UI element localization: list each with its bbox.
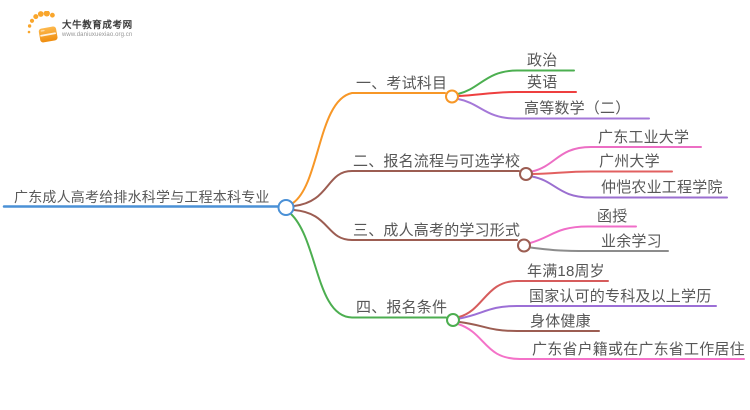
child-line-english (457, 91, 577, 97)
topic-guangzhou-university[interactable]: 广州大学 (599, 153, 660, 170)
topic-good-health[interactable]: 身体健康 (530, 313, 591, 330)
topic-guangdong-university-of-technology[interactable]: 广东工业大学 (598, 129, 690, 146)
topic-study-forms[interactable]: 三、成人高考的学习形式 (353, 222, 521, 239)
child-line-age18 (458, 280, 609, 318)
node-circle-study-forms[interactable] (517, 238, 531, 253)
topic-registration-schools[interactable]: 二、报名流程与可选学校 (353, 153, 521, 170)
child-line-correspondence (529, 225, 637, 244)
site-url: www.daniuxuexiao.org.cn (62, 32, 133, 38)
branch-line-exam-subjects (292, 92, 446, 204)
site-logo: 大牛教育成考网 www.daniuxuexiao.org.cn (26, 10, 256, 54)
child-line-health (458, 321, 600, 332)
child-line-gdut (531, 146, 702, 173)
site-name: 大牛教育成考网 (62, 20, 133, 31)
topic-advanced-math[interactable]: 高等数学（二） (524, 100, 631, 117)
child-line-diploma (458, 305, 717, 320)
child-line-residence (457, 323, 745, 360)
branch-line-registration-schools (293, 170, 520, 207)
topic-part-time-study[interactable]: 业余学习 (601, 233, 662, 250)
child-line-advanced-math (457, 98, 650, 120)
child-line-gzhu (531, 170, 673, 175)
topic-age-18[interactable]: 年满18周岁 (527, 263, 605, 280)
root-topic[interactable]: 广东成人高考给排水科学与工程本科专业 (14, 189, 270, 205)
topic-correspondence[interactable]: 函授 (597, 208, 628, 225)
topic-conditions[interactable]: 四、报名条件 (356, 299, 448, 316)
topic-exam-subjects[interactable]: 一、考试科目 (356, 75, 448, 92)
topic-politics[interactable]: 政治 (527, 52, 558, 69)
child-line-zhku (531, 175, 728, 199)
book-sparkle-icon (27, 11, 58, 43)
branch-line-study-forms (293, 209, 518, 241)
root-node-circle[interactable] (277, 199, 295, 216)
node-circle-conditions[interactable] (446, 313, 460, 327)
topic-english[interactable]: 英语 (527, 74, 558, 91)
child-line-politics (457, 69, 575, 95)
topic-zhongkai-college[interactable]: 仲恺农业工程学院 (601, 179, 723, 196)
node-circle-registration-schools[interactable] (519, 167, 533, 181)
child-line-part-time (529, 246, 669, 252)
node-circle-exam-subjects[interactable] (445, 89, 459, 104)
topic-recognized-diploma[interactable]: 国家认可的专科及以上学历 (529, 288, 712, 305)
branch-line-conditions (290, 213, 447, 319)
topic-guangdong-residence[interactable]: 广东省户籍或在广东省工作居住 (532, 341, 745, 358)
